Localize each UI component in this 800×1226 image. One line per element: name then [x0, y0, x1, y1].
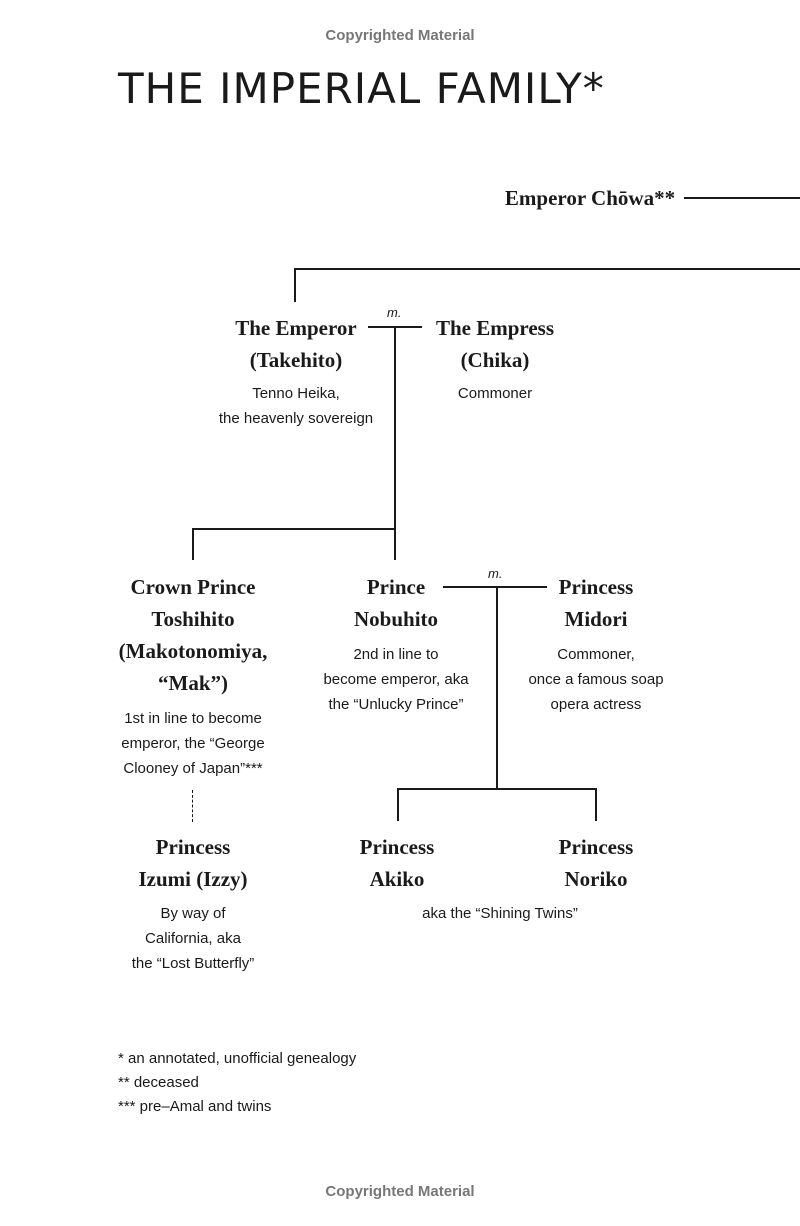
princess-akiko-node: Princess Akiko	[297, 831, 497, 895]
noriko-name-line: Noriko	[564, 867, 628, 891]
crown-prince-node: Crown Prince Toshihito (Makotonomiya, “M…	[93, 571, 293, 699]
chowa-connector-line	[684, 197, 800, 199]
generation-branch-line	[294, 268, 800, 270]
crown-prince-name-line: Toshihito	[151, 607, 235, 631]
footnote: ** deceased	[118, 1074, 199, 1091]
twins-note: aka the “Shining Twins”	[422, 905, 578, 922]
crown-prince-name-line: “Mak”)	[158, 671, 228, 695]
akiko-name-line: Akiko	[369, 867, 425, 891]
akiko-drop-line	[397, 788, 399, 821]
page-title: THE IMPERIAL FAMILY*	[118, 64, 605, 113]
crown-prince-note-line: 1st in line to become	[124, 710, 262, 727]
midori-name-line: Midori	[564, 607, 628, 631]
emperor-name: The Emperor	[235, 316, 357, 340]
emperor-note: Tenno Heika, the heavenly sovereign	[196, 381, 396, 431]
marriage-label: m.	[488, 566, 503, 581]
princess-midori-node: Princess Midori	[496, 571, 696, 635]
midori-note-line: once a famous soap	[528, 671, 664, 688]
emperor-given-name: (Takehito)	[249, 348, 343, 372]
crown-prince-note-line: Clooney of Japan”***	[123, 760, 263, 777]
midori-name-line: Princess	[558, 575, 634, 599]
copyright-footer: Copyrighted Material	[325, 1183, 475, 1200]
empress-given-name: (Chika)	[460, 348, 530, 372]
copyright-header: Copyrighted Material	[325, 27, 475, 44]
izumi-dashed-line	[192, 790, 193, 822]
prince-nobuhito-node: Prince Nobuhito	[296, 571, 496, 635]
footnotes: * an annotated, unofficial genealogy ** …	[118, 1047, 356, 1119]
nobuhito-note-line: 2nd in line to	[353, 646, 439, 663]
empress-node: The Empress (Chika)	[395, 312, 595, 376]
izumi-name-line: Izumi (Izzy)	[138, 867, 248, 891]
emperor-drop-line	[294, 268, 296, 302]
nobuhito-note-line: the “Unlucky Prince”	[328, 696, 464, 713]
princess-noriko-node: Princess Noriko	[496, 831, 696, 895]
princess-izumi-node: Princess Izumi (Izzy)	[93, 831, 293, 895]
crown-prince-drop-line	[192, 528, 194, 560]
noriko-name-line: Princess	[558, 835, 634, 859]
emperor-chowa-name: Emperor Chōwa**	[504, 186, 676, 210]
nobuhito-name-line: Nobuhito	[353, 607, 439, 631]
crown-prince-note-line: emperor, the “George	[121, 735, 265, 752]
empress-name: The Empress	[435, 316, 555, 340]
izumi-note-line: the “Lost Butterfly”	[131, 955, 255, 972]
emperor-note-line: the heavenly sovereign	[218, 410, 374, 427]
emperor-note-line: Tenno Heika,	[252, 385, 340, 402]
crown-prince-note: 1st in line to become emperor, the “Geor…	[93, 706, 293, 781]
crown-prince-name-line: (Makotonomiya,	[118, 639, 268, 663]
midori-note-line: opera actress	[550, 696, 642, 713]
izumi-note: By way of California, aka the “Lost Butt…	[93, 901, 293, 976]
footnote: *** pre–Amal and twins	[118, 1098, 272, 1115]
emperor-node: The Emperor (Takehito)	[196, 312, 396, 376]
izumi-note-line: By way of	[160, 905, 226, 922]
midori-note-line: Commoner,	[557, 646, 635, 663]
twins-branch-line	[397, 788, 597, 790]
midori-note: Commoner, once a famous soap opera actre…	[496, 642, 696, 717]
nobuhito-name-line: Prince	[366, 575, 426, 599]
izumi-note-line: California, aka	[145, 930, 241, 947]
empress-note-line: Commoner	[457, 385, 533, 402]
emperor-children-trunk	[394, 326, 396, 560]
crown-prince-name-line: Crown Prince	[130, 575, 256, 599]
nobuhito-note: 2nd in line to become emperor, aka the “…	[296, 642, 496, 717]
noriko-drop-line	[595, 788, 597, 821]
children-branch-line	[192, 528, 396, 530]
marriage-label: m.	[387, 305, 402, 320]
izumi-name-line: Princess	[155, 835, 231, 859]
footnote: * an annotated, unofficial genealogy	[118, 1050, 357, 1067]
marriage-line	[443, 586, 547, 588]
empress-note: Commoner	[395, 381, 595, 406]
nobuhito-children-trunk	[496, 586, 498, 789]
akiko-name-line: Princess	[359, 835, 435, 859]
nobuhito-note-line: become emperor, aka	[323, 671, 469, 688]
